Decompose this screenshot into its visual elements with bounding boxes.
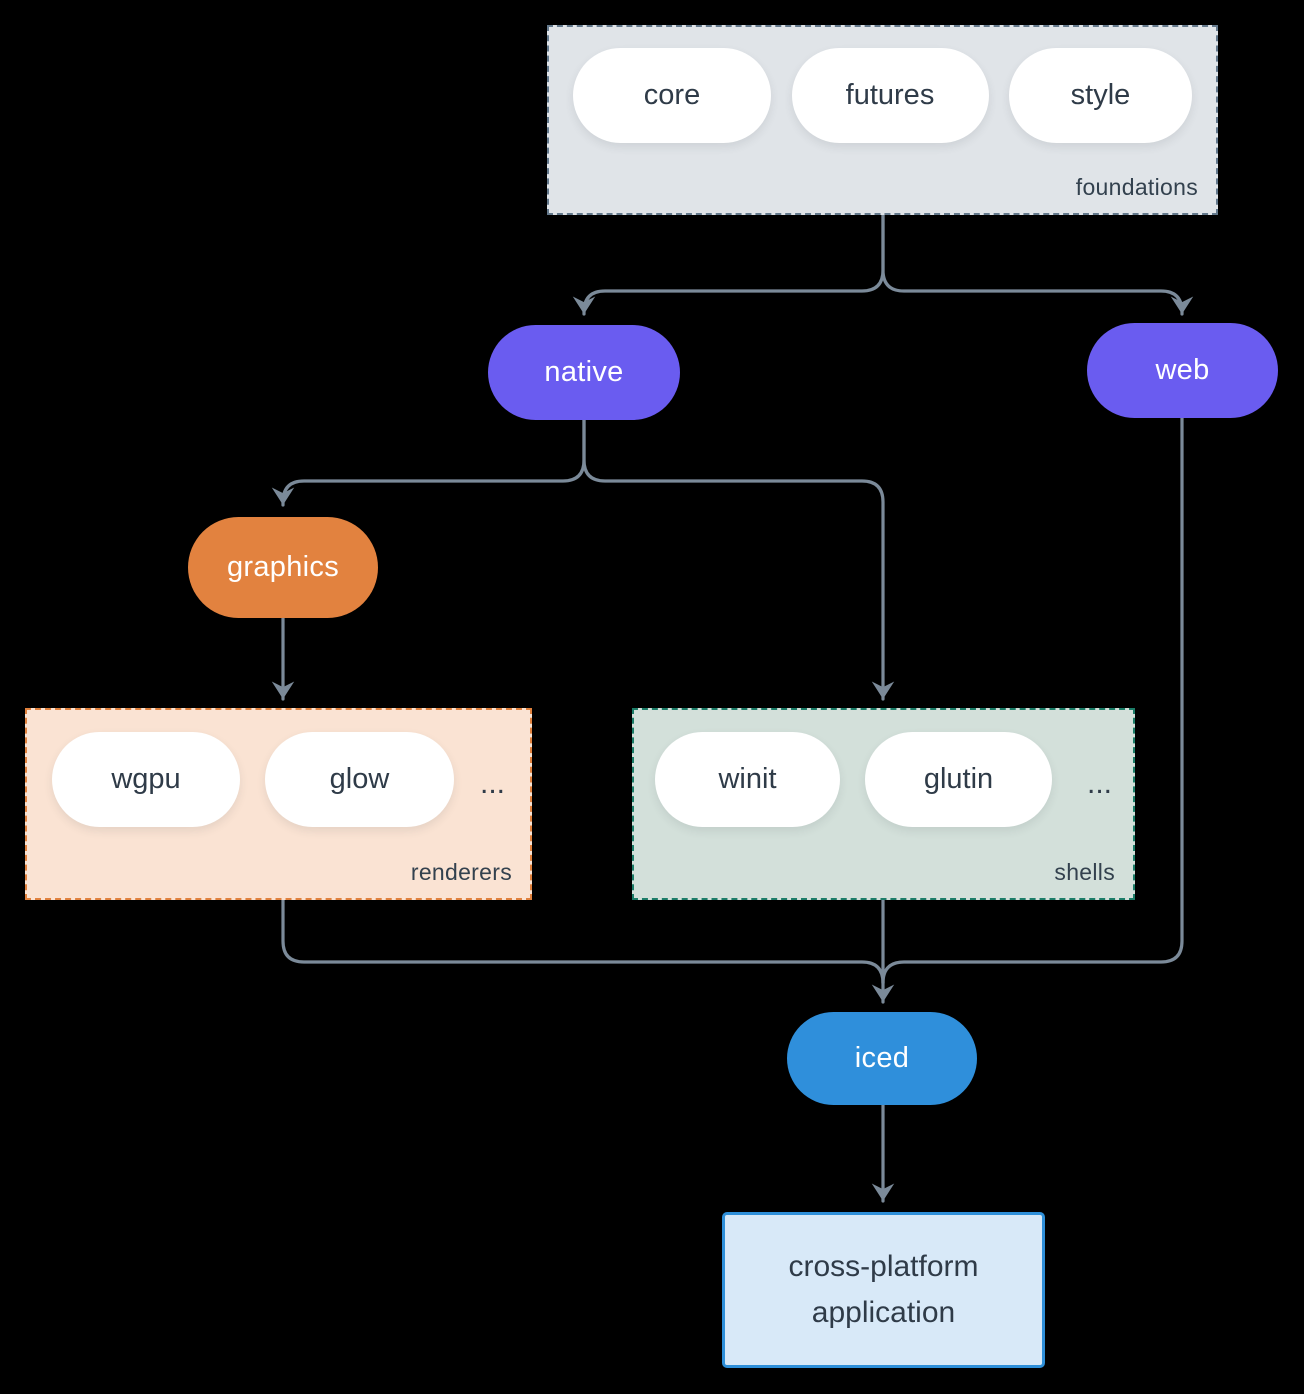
pill-core: core: [573, 48, 771, 143]
shells-ellipsis: ...: [1086, 766, 1112, 800]
edge-native-shells: [582, 418, 895, 701]
renderers-ellipsis: ...: [479, 766, 505, 800]
shells-group-box: winit glutin ... shells: [632, 708, 1135, 900]
renderers-label: renderers: [410, 859, 512, 885]
application-label: cross-platform application: [788, 1249, 979, 1330]
foundations-group-box: core futures style foundations: [547, 25, 1218, 215]
edge-foundations-native: [572, 213, 885, 316]
pill-winit: winit: [655, 732, 840, 827]
pill-wgpu: wgpu: [52, 732, 240, 827]
edge-foundations-web: [881, 213, 1194, 316]
node-iced: iced: [787, 1012, 977, 1105]
foundations-label: foundations: [1075, 174, 1198, 200]
edge-native-graphics: [271, 418, 586, 507]
pill-style: style: [1009, 48, 1192, 143]
node-graphics: graphics: [188, 517, 378, 618]
pill-futures: futures: [791, 48, 989, 143]
pill-glow: glow: [265, 732, 454, 827]
foundations-pill-row: core futures style: [549, 27, 1216, 143]
shells-label: shells: [1054, 859, 1115, 885]
shells-pill-row: winit glutin ...: [634, 710, 1133, 827]
node-native: native: [488, 325, 680, 420]
application-box: cross-platform application: [722, 1212, 1045, 1368]
node-web: web: [1087, 323, 1278, 418]
edge-renderers-iced: [281, 898, 885, 985]
pill-glutin: glutin: [865, 732, 1052, 827]
renderers-group-box: wgpu glow ... renderers: [25, 708, 532, 900]
renderers-pill-row: wgpu glow ...: [27, 710, 530, 827]
